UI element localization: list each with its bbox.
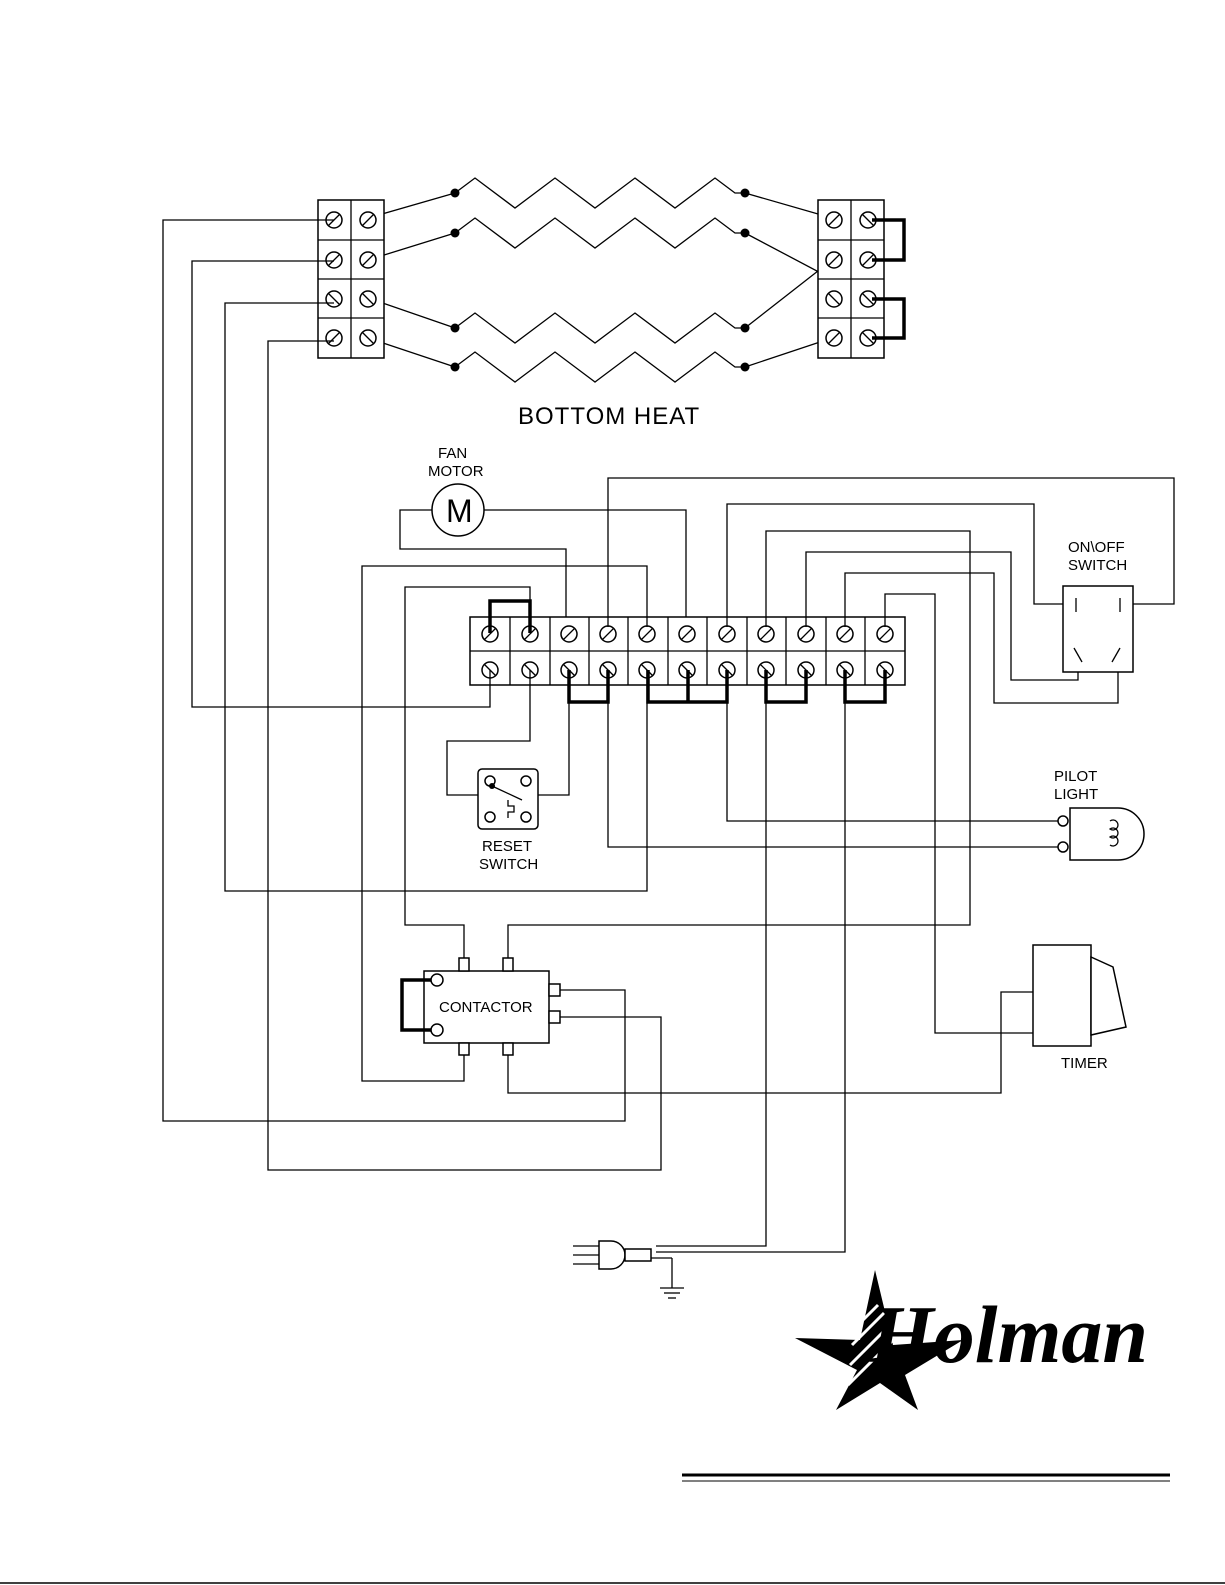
contactor: CONTACTOR <box>402 958 560 1055</box>
motor-symbol: M <box>446 493 473 529</box>
onoff-label-line2: SWITCH <box>1068 557 1127 574</box>
strip-wires <box>163 220 1174 1252</box>
pilot-label-line2: LIGHT <box>1054 786 1098 803</box>
left-terminal-block <box>318 200 384 358</box>
main-terminal-strip <box>470 601 905 702</box>
fan-motor: FAN MOTOR M <box>400 445 686 627</box>
reset-switch: RESET SWITCH <box>478 769 538 873</box>
footer-rules <box>0 1475 1225 1583</box>
right-terminal-block <box>818 200 904 358</box>
reset-label-line1: RESET <box>482 838 532 855</box>
contactor-label: CONTACTOR <box>439 999 533 1016</box>
heating-elements <box>368 178 868 382</box>
holman-logo-text: Holman <box>869 1289 1148 1380</box>
onoff-label-line1: ON\OFF <box>1068 539 1125 556</box>
pilot-label-line1: PILOT <box>1054 768 1097 785</box>
reset-label-line2: SWITCH <box>479 856 538 873</box>
bottom-heat-label: BOTTOM HEAT <box>518 403 700 430</box>
holman-logo: Holman <box>795 1270 1148 1410</box>
timer: TIMER <box>1033 945 1126 1072</box>
power-plug <box>573 1241 684 1298</box>
fan-motor-label-line1: FAN <box>438 445 467 462</box>
timer-label: TIMER <box>1061 1055 1108 1072</box>
fan-motor-label-line2: MOTOR <box>428 463 484 480</box>
onoff-switch: ON\OFF SWITCH <box>1063 539 1133 672</box>
pilot-light: PILOT LIGHT <box>1054 768 1144 860</box>
